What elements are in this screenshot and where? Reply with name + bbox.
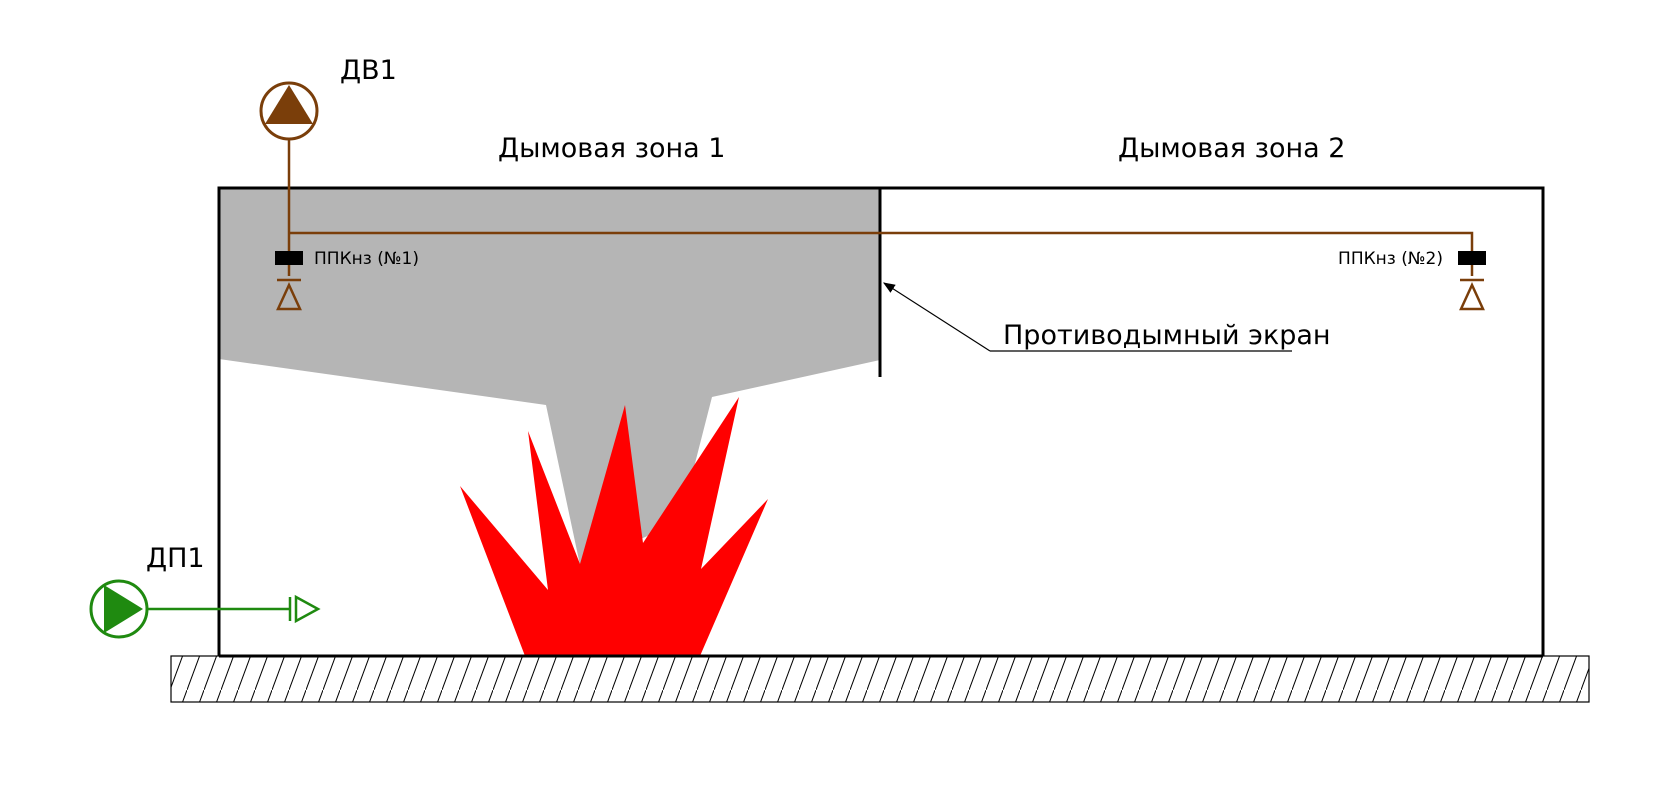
supply-fan-label: ДП1 xyxy=(146,543,205,574)
valve-2-label: ППКнз (№2) xyxy=(1338,249,1443,269)
valve-1-label: ППКнз (№1) xyxy=(314,249,419,269)
smoke-layer xyxy=(219,188,880,565)
exhaust-fan-label: ДВ1 xyxy=(340,55,397,86)
supply-outlet-diffuser-icon xyxy=(288,594,321,624)
valve-2-damper-icon xyxy=(1458,251,1486,311)
ground-hatching xyxy=(170,655,1590,703)
fire-icon xyxy=(460,397,768,656)
smoke-screen-label: Противодымный экран xyxy=(1003,320,1331,351)
zone-2-label: Дымовая зона 2 xyxy=(1118,133,1345,164)
exhaust-duct xyxy=(287,140,1474,255)
supply-fan-icon xyxy=(89,579,149,639)
smoke-screen-leader xyxy=(882,282,991,352)
exhaust-fan-icon xyxy=(259,81,319,141)
valve-1-damper-icon xyxy=(275,251,303,311)
zone-1-label: Дымовая зона 1 xyxy=(498,133,725,164)
